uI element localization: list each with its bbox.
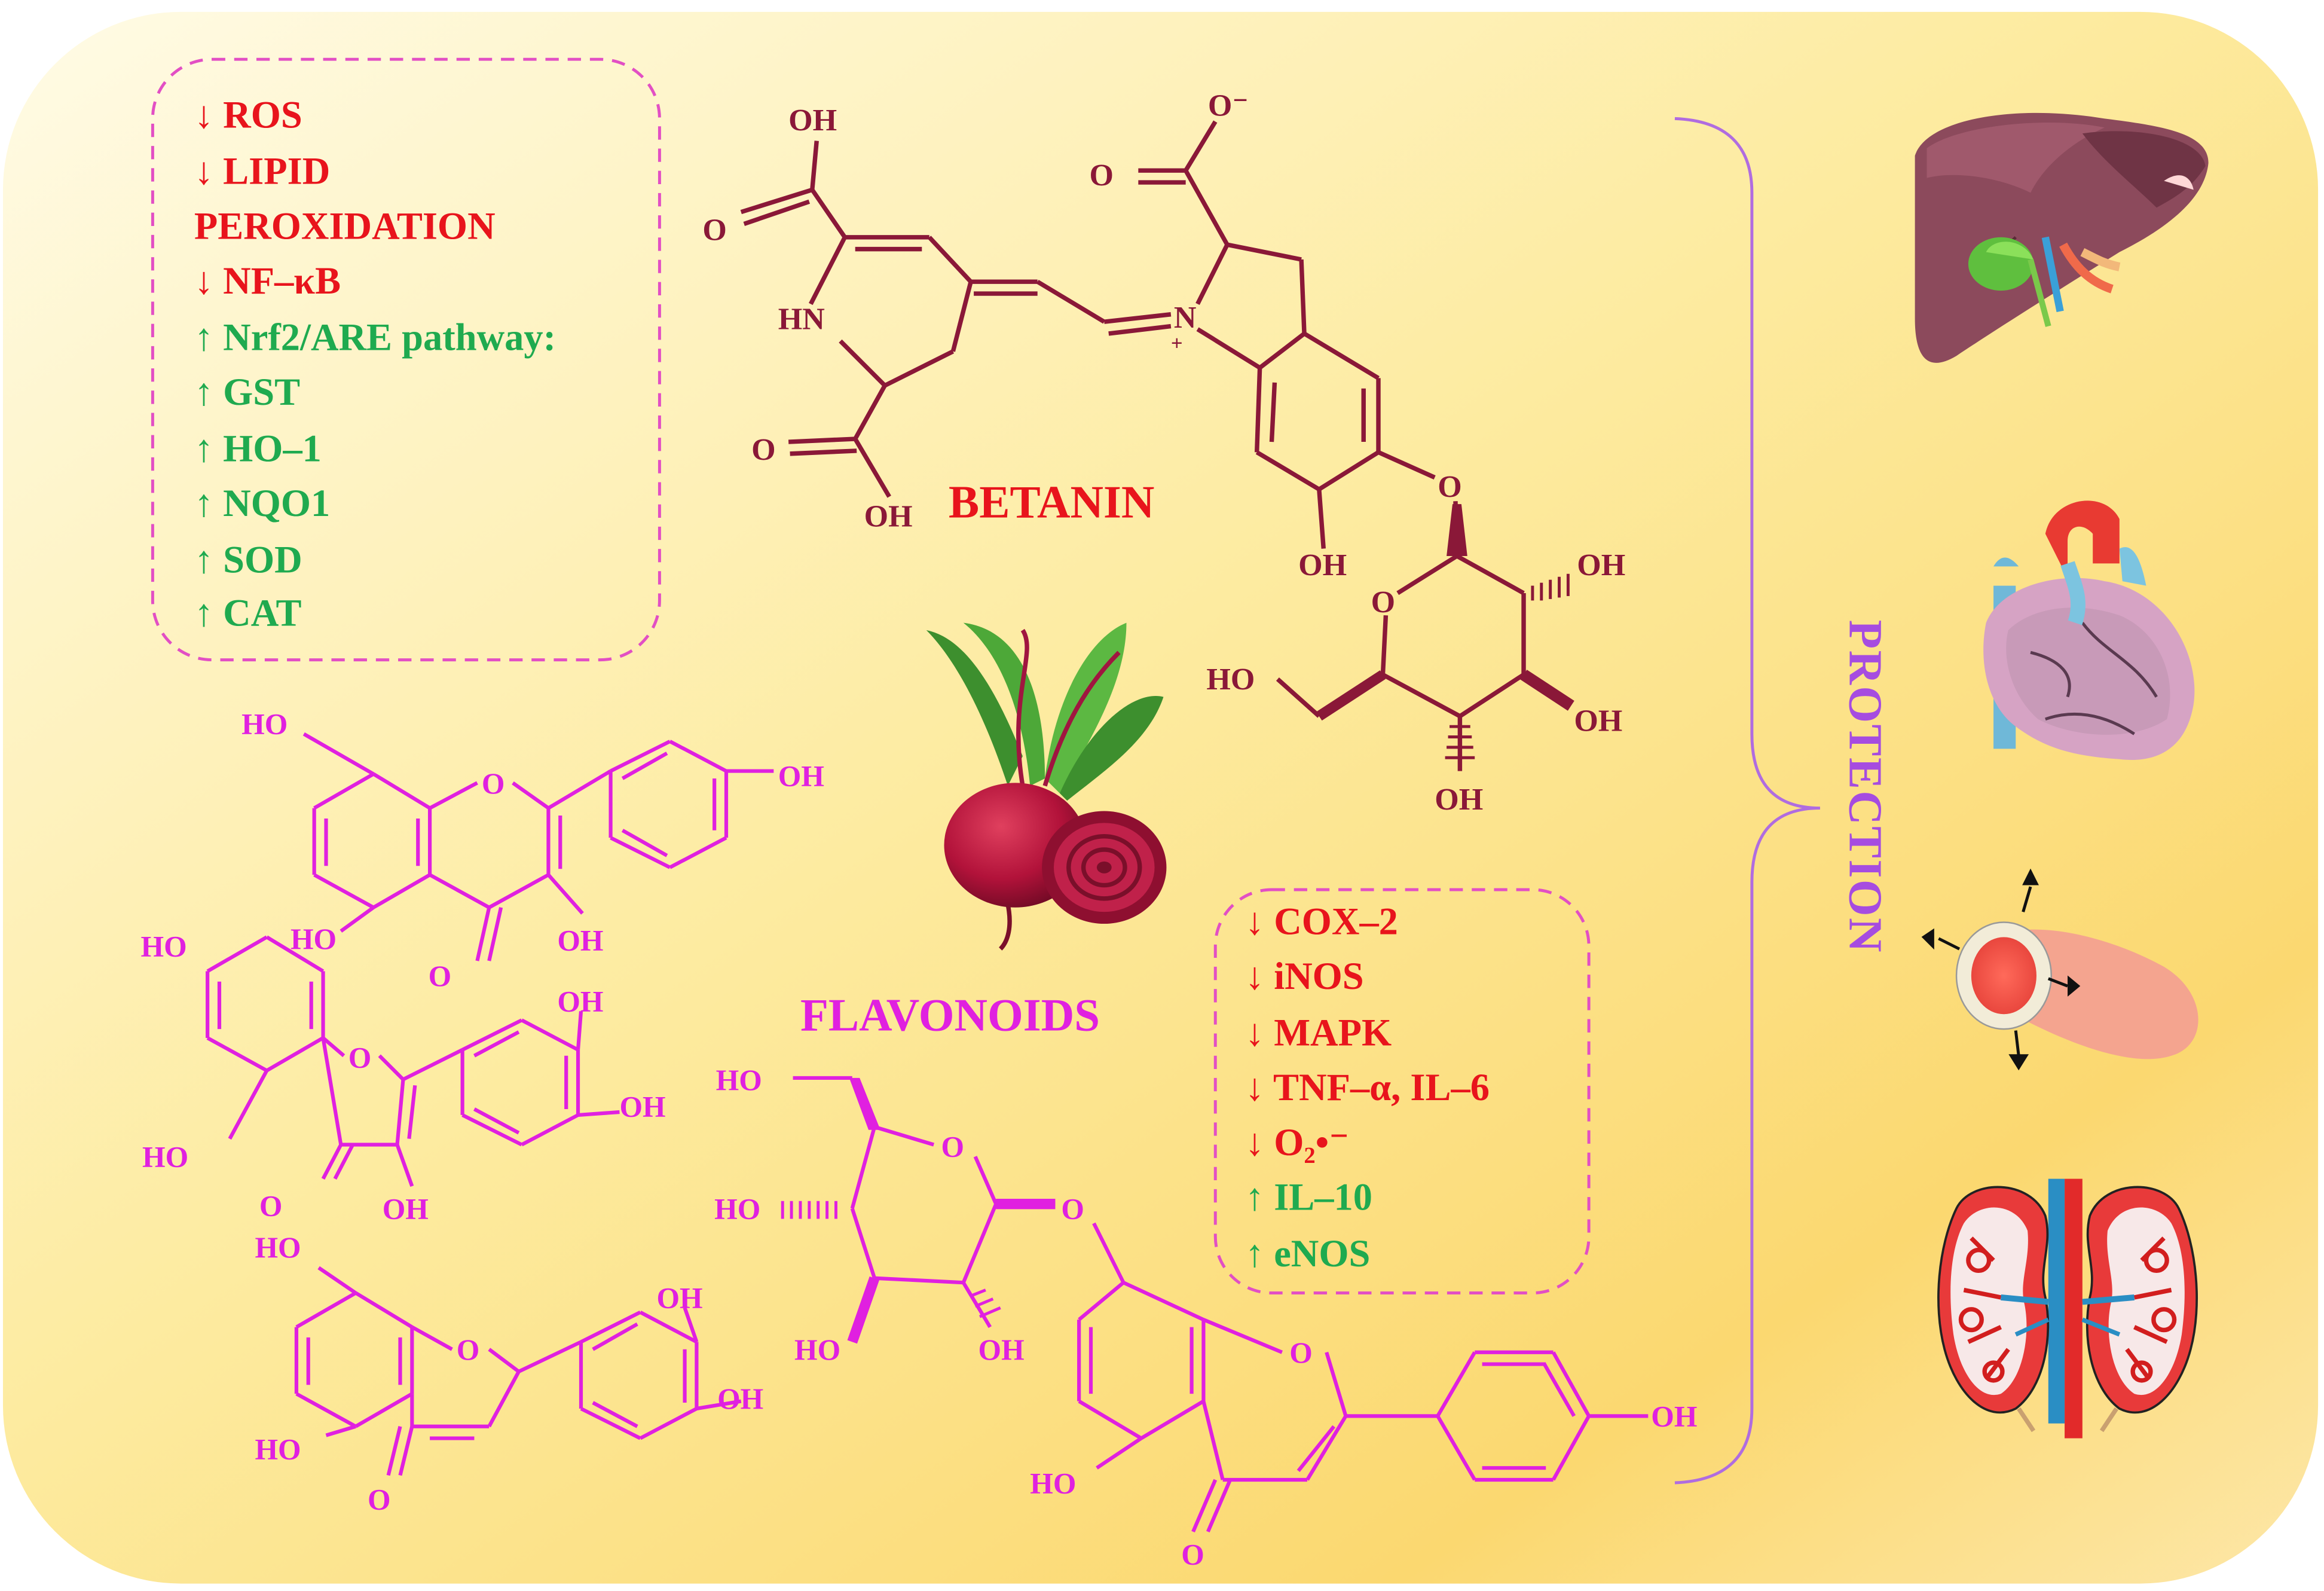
atom-label: OH [619,1090,665,1123]
betanin-stereo-bonds [1316,504,1574,759]
atom-label: O⁻ [1208,88,1249,123]
atom-label: O [941,1130,965,1163]
atom-label: HO [255,1433,301,1465]
atom-label: O [751,433,775,467]
effect-line: ↑ HO–1 [194,427,322,469]
effect-line: ↓ NF–κB [194,259,341,302]
effects-list-top: ↓ ROS ↓ LIPID PEROXIDATION ↓ NF–κB ↑ Nrf… [194,93,556,634]
flavonoids-label: FLAVONOIDS [800,990,1100,1041]
effects-list-bottom: ↓ COX–2 ↓ iNOS ↓ MAPK ↓ TNF–α, IL–6 ↓ O₂… [1245,900,1490,1275]
atom-label: OH [717,1382,763,1415]
atom-label: O [482,767,505,800]
betanin-structure [740,120,1526,771]
glycoside-stereo-bonds [781,1077,1056,1344]
effect-line: ↑ NQO1 [194,482,330,524]
atom-label: OH [656,1281,702,1314]
flavonoid-luteolin [294,1266,742,1476]
atom-label: HN [778,303,825,337]
atom-label: OH [1651,1400,1697,1433]
atom-label: HO [716,1064,762,1097]
effects-box-bottom [1213,888,1591,1295]
atom-label: + [1171,331,1183,355]
background-panel [2,11,2319,1584]
atom-label: O [1289,1336,1313,1369]
betanin-label: BETANIN [949,477,1154,528]
atom-label: OH [383,1193,429,1226]
protection-label: PROTECTION [1839,620,1892,954]
atom-label: O [348,1042,372,1074]
atom-label: O [1438,470,1461,504]
atom-label: OH [778,759,824,792]
atom-label: O [702,213,726,248]
atom-label: O [1181,1538,1204,1571]
atom-label: HO [255,1231,301,1264]
effect-line: ↑ GST [194,371,300,413]
blood-vessel-icon [1921,868,2198,1071]
kidneys-icon [1937,1178,2198,1439]
betanin-atoms: OH O HN O OH O O⁻ N + OH O O OH HO OH OH [702,88,1625,817]
atom-label: OH [788,103,837,138]
flavonoid-luteolin-atoms: HO OH O OH HO O [255,1231,763,1516]
atom-label: HO [141,930,187,963]
atom-label: O [1371,585,1395,619]
effects-box-top [151,57,661,662]
atom-label: HO [714,1193,760,1226]
protection-brace [1674,117,1820,1485]
beetroot-icon [926,622,1167,951]
flavonoid-kaempferol-atoms: HO O OH HO OH O [241,708,824,993]
effect-line: ↑ SOD [194,538,302,581]
flavonoid-kaempferol [302,732,774,961]
flavonoid-quercetin [206,935,620,1187]
atom-label: OH [1435,783,1483,817]
flavonoid-glycoside-atoms: HO O HO O HO OH O OH HO O [714,1064,1697,1571]
liver-icon [1915,112,2209,363]
atom-label: O [1090,158,1114,193]
atom-label: O [368,1483,391,1516]
effect-line: ↓ LIPID [194,150,330,193]
atom-label: OH [864,499,913,533]
effect-line: PEROXIDATION [194,204,496,247]
atom-label: O [457,1333,480,1366]
atom-label: OH [978,1333,1025,1366]
atom-label: HO [794,1333,840,1366]
effect-line: ↓ MAPK [1245,1011,1392,1053]
effect-line: ↑ IL–10 [1245,1176,1372,1219]
atom-label: O [1061,1193,1084,1226]
flavonoid-quercetin-atoms: HO OH O OH HO O OH [141,930,666,1226]
atom-label: OH [557,924,603,957]
effect-line: ↑ CAT [194,592,302,634]
effect-line: ↑ Nrf2/ARE pathway: [194,316,556,358]
effect-line: ↓ COX–2 [1245,900,1398,942]
atom-label: HO [290,923,337,955]
atom-label: HO [1206,662,1255,697]
atom-label: HO [142,1141,188,1174]
atom-label: HO [1030,1467,1076,1500]
effect-line: ↑ eNOS [1245,1232,1371,1275]
atom-label: HO [241,708,288,741]
atom-label: N [1174,301,1197,335]
effect-line: ↓ O₂•⁻ [1245,1121,1349,1164]
atom-label: OH [1577,548,1625,582]
atom-label: O [259,1190,283,1223]
effect-line: ↓ iNOS [1245,955,1364,997]
atom-label: OH [1574,704,1622,738]
atom-label: O [429,960,452,993]
atom-label: OH [557,985,603,1018]
effect-line: ↓ TNF–α, IL–6 [1245,1066,1490,1108]
effect-line: ↓ ROS [194,93,302,136]
heart-icon [1983,500,2195,761]
atom-label: OH [1298,548,1347,582]
